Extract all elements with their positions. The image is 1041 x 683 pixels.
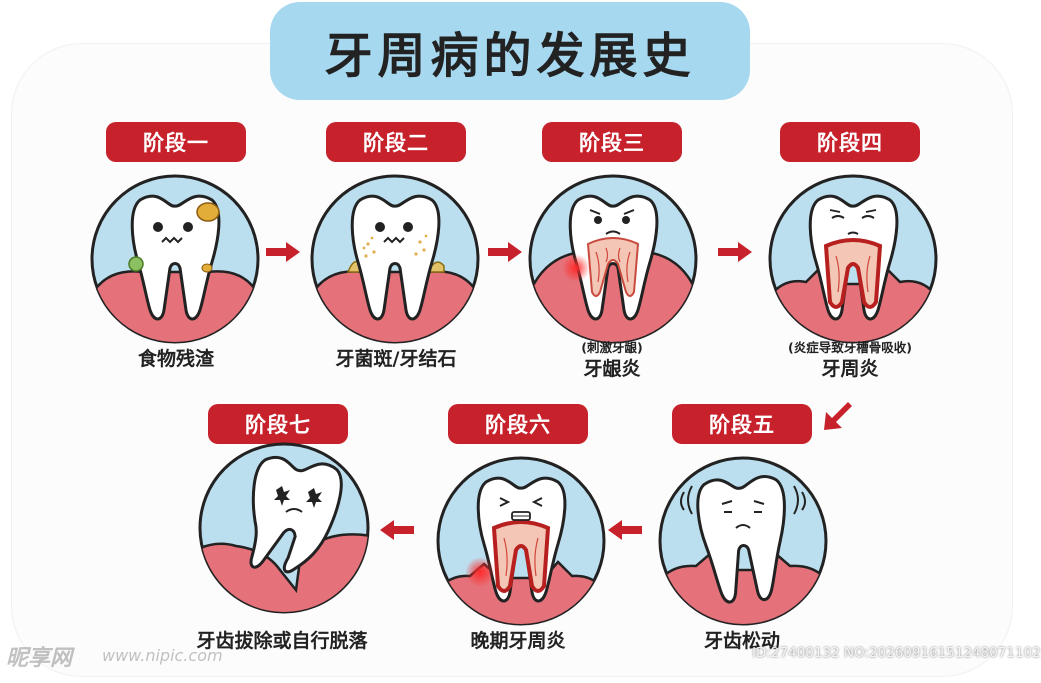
- stage-4-note: (炎症导致牙槽骨吸收): [788, 340, 912, 355]
- stage-2-illustration: [310, 174, 480, 344]
- stage-3-note: (刺激牙龈): [581, 340, 643, 355]
- page-title: 牙周病的发展史: [324, 28, 696, 84]
- stage-2-caption: 牙菌斑/牙结石: [335, 348, 457, 370]
- stage-5-illustration: [658, 456, 828, 626]
- right-arrow-icon: [266, 242, 300, 262]
- stage-7-caption: 牙齿拔除或自行脱落: [196, 630, 368, 652]
- tooth-icon: [249, 456, 343, 574]
- down-left-arrow-icon: [824, 402, 852, 430]
- stage-label-7: 阶段七: [208, 404, 348, 444]
- stage-4-caption: 牙周炎: [821, 358, 879, 380]
- food-debris-icon: [196, 202, 220, 222]
- watermark-url: www.nipic.com: [102, 646, 223, 665]
- left-arrow-icon: [608, 520, 642, 540]
- title-banner: 牙周病的发展史: [270, 2, 750, 100]
- stage-3-illustration: [528, 174, 698, 344]
- stage-6-illustration: [436, 456, 606, 626]
- stage-3-caption: 牙龈炎: [583, 358, 641, 380]
- watermark-logo: 昵享网: [6, 646, 73, 671]
- stage-label-2: 阶段二: [326, 122, 466, 162]
- right-arrow-icon: [718, 242, 752, 262]
- stage-4-illustration: [768, 174, 938, 344]
- stage-label-5: 阶段五: [672, 404, 812, 444]
- stage-7-illustration: [198, 442, 370, 614]
- stage-label-3: 阶段三: [542, 122, 682, 162]
- left-arrow-icon: [380, 520, 414, 540]
- tooth-icon: [350, 194, 441, 321]
- stage-label-1: 阶段一: [106, 122, 246, 162]
- tooth-icon: [696, 475, 786, 604]
- right-arrow-icon: [488, 242, 522, 262]
- stage-5-caption: 牙齿松动: [703, 630, 780, 652]
- stage-label-4: 阶段四: [780, 122, 920, 162]
- stage-1-caption: 食物残渣: [137, 348, 214, 370]
- watermark-id: ID:27400132 NO:20260916151248071102: [752, 645, 1041, 661]
- stage-label-6: 阶段六: [448, 404, 588, 444]
- stage-1-illustration: [90, 174, 260, 344]
- stage-6-caption: 晚期牙周炎: [470, 630, 566, 652]
